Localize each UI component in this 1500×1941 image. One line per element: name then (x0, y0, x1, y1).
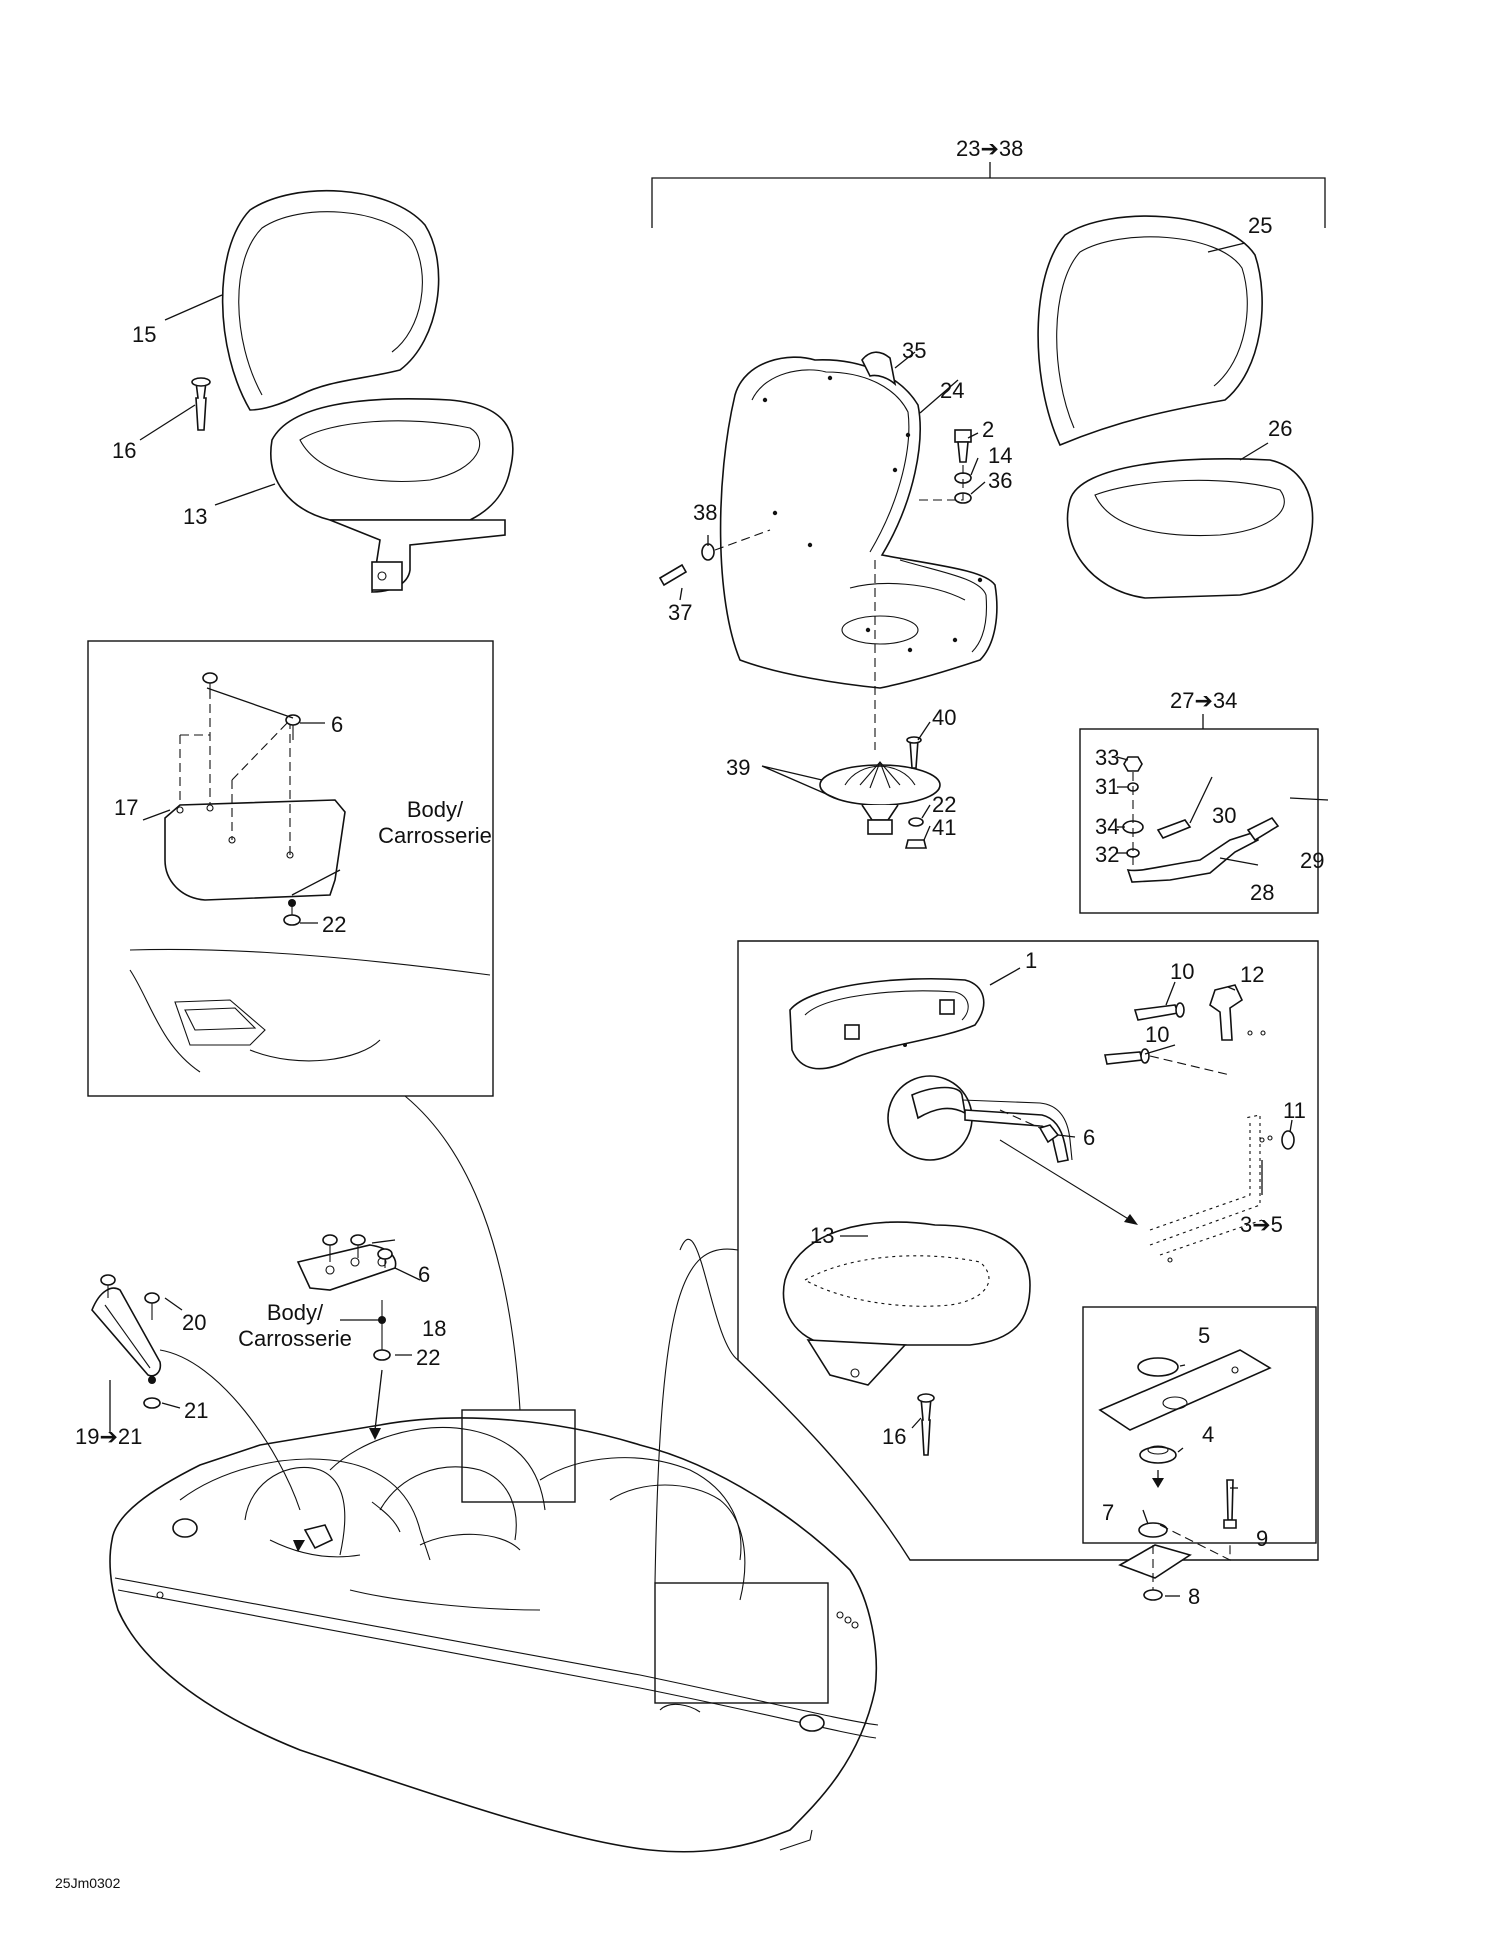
latch-parts-detail (1082, 1306, 1317, 1601)
callout-41: 41 (932, 815, 956, 840)
callout-20: 20 (182, 1310, 206, 1335)
callout-5: 5 (1198, 1323, 1210, 1348)
body-note-upper: Body/ (407, 797, 464, 822)
callout-26: 26 (1268, 416, 1292, 441)
callout-36: 36 (988, 468, 1012, 493)
callout-32: 32 (1095, 842, 1119, 867)
callout-17: 17 (114, 795, 138, 820)
callout-6-c: 6 (418, 1262, 430, 1287)
callout-labels: 23➔38 27➔34 3➔5 19➔21 Body/ Carrosserie … (55, 136, 1324, 1891)
callout-21: 21 (184, 1398, 208, 1423)
callout-39: 39 (726, 755, 750, 780)
callout-28: 28 (1250, 880, 1274, 905)
callout-22-b: 22 (932, 792, 956, 817)
label-bracket-kit: 3➔5 (1240, 1212, 1283, 1237)
callout-24: 24 (940, 378, 964, 403)
callout-16-a: 16 (112, 438, 136, 463)
drawing-code: 25Jm0302 (55, 1875, 121, 1891)
callout-38: 38 (693, 500, 717, 525)
callout-18: 18 (422, 1316, 446, 1341)
callout-9: 9 (1256, 1526, 1268, 1551)
handle-parts (91, 1234, 397, 1432)
callout-1: 1 (1025, 948, 1037, 973)
passenger-seat-covers (1037, 215, 1314, 599)
callout-14: 14 (988, 443, 1012, 468)
body-note-upper-2: Carrosserie (378, 823, 492, 848)
callout-22-a: 22 (322, 912, 346, 937)
label-seat-kit: 23➔38 (956, 136, 1023, 161)
storage-pad-detail (87, 640, 494, 1097)
label-handle-kit: 19➔21 (75, 1424, 142, 1449)
callout-40: 40 (932, 705, 956, 730)
body-note-lower: Body/ (267, 1300, 324, 1325)
callout-35: 35 (902, 338, 926, 363)
hinge-kit-detail (1079, 714, 1319, 914)
callout-13-b: 13 (810, 1223, 834, 1248)
callout-30: 30 (1212, 803, 1236, 828)
callout-16-b: 16 (882, 1424, 906, 1449)
callout-13-a: 13 (183, 504, 207, 529)
callout-15: 15 (132, 322, 156, 347)
callout-4: 4 (1202, 1422, 1214, 1447)
callout-6-a: 6 (331, 712, 343, 737)
passenger-seat-kit (651, 162, 1326, 849)
callout-22-c: 22 (416, 1345, 440, 1370)
callout-33: 33 (1095, 745, 1119, 770)
watercraft-hull (109, 1095, 879, 1853)
callout-11: 11 (1283, 1098, 1306, 1123)
callout-2: 2 (982, 417, 994, 442)
body-note-lower-2: Carrosserie (238, 1326, 352, 1351)
callout-6-b: 6 (1083, 1125, 1095, 1150)
callout-12: 12 (1240, 962, 1264, 987)
callout-25: 25 (1248, 213, 1272, 238)
callout-10-a: 10 (1170, 959, 1194, 984)
leader-lines (139, 242, 1329, 1597)
callout-7: 7 (1102, 1500, 1114, 1525)
backrest-bracket-detail (737, 940, 1319, 1561)
callout-8: 8 (1188, 1584, 1200, 1609)
callout-29: 29 (1300, 848, 1324, 873)
callout-31: 31 (1095, 774, 1119, 799)
callout-34: 34 (1095, 814, 1119, 839)
callout-37: 37 (668, 600, 692, 625)
driver-seat-drawing (191, 190, 514, 593)
label-hinge-kit: 27➔34 (1170, 688, 1237, 713)
callout-10-b: 10 (1145, 1022, 1169, 1047)
